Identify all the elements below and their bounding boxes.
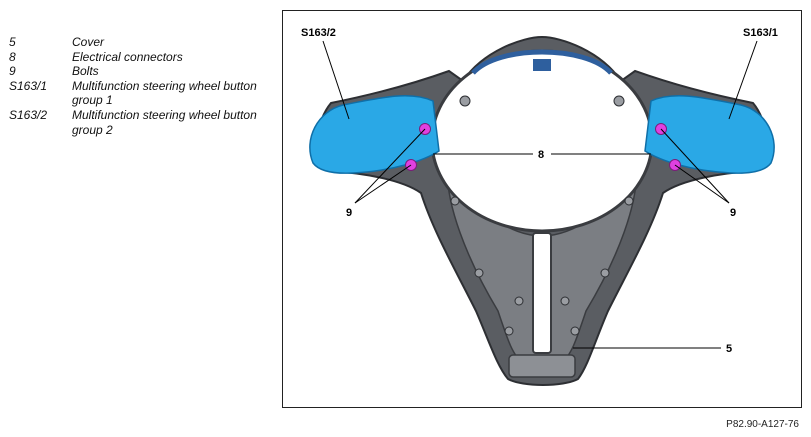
mount-boss (514, 296, 524, 306)
figure-frame: S163/2 S163/1 8 9 9 5 (282, 10, 802, 408)
legend-row: 8 Electrical connectors (9, 50, 269, 65)
bottom-latch (508, 354, 576, 378)
legend: 5 Cover 8 Electrical connectors 9 Bolts … (9, 35, 269, 137)
legend-desc: Multifunction steering wheel button grou… (72, 78, 257, 108)
legend-key: 8 (9, 49, 16, 64)
leader-line-bolt-left (354, 164, 412, 204)
legend-desc: Cover (72, 35, 105, 49)
legend-row: S163/1 Multifunction steering wheel butt… (9, 79, 269, 108)
leader-line-s163-1 (728, 40, 758, 120)
mount-boss (474, 268, 484, 278)
mount-boss (450, 196, 460, 206)
mount-boss (613, 95, 625, 107)
legend-desc: Electrical connectors (72, 49, 183, 64)
legend-row: 5 Cover (9, 35, 269, 50)
mount-boss (459, 95, 471, 107)
rim-arc (471, 49, 613, 75)
mount-boss (504, 326, 514, 336)
wheel-opening (430, 49, 654, 233)
legend-key: 9 (9, 64, 16, 79)
legend-key: S163/2 (9, 107, 48, 122)
mount-boss (570, 326, 580, 336)
button-group-left (309, 95, 440, 174)
mount-boss (560, 296, 570, 306)
callout-bolts-left: 9 (346, 207, 352, 219)
leader-line-s163-2 (322, 40, 350, 120)
callout-connectors: 8 (538, 149, 544, 161)
button-group-right (644, 95, 775, 174)
legend-desc: Bolts (72, 64, 99, 79)
bolt-left-lower (405, 159, 417, 171)
steering-wheel-illustration: S163/2 S163/1 8 9 9 5 (301, 27, 778, 386)
mount-boss (624, 196, 634, 206)
legend-desc: Multifunction steering wheel button grou… (72, 107, 257, 137)
callout-s163-1: S163/1 (743, 27, 778, 39)
figure-id: P82.90-A127-76 (726, 419, 799, 430)
callout-bolts-right: 9 (730, 207, 736, 219)
mount-boss (600, 268, 610, 278)
leader-line-bolt-right (674, 164, 730, 204)
callout-s163-2: S163/2 (301, 27, 336, 39)
leader-line-bolt-left (354, 128, 426, 204)
legend-key: S163/1 (9, 78, 48, 93)
legend-row: S163/2 Multifunction steering wheel butt… (9, 108, 269, 137)
leader-line-bolt-right (660, 128, 730, 204)
legend-key: 5 (9, 35, 16, 49)
center-slot (532, 232, 552, 354)
top-clip (533, 59, 551, 71)
legend-row: 9 Bolts (9, 64, 269, 79)
callout-cover: 5 (726, 343, 732, 355)
